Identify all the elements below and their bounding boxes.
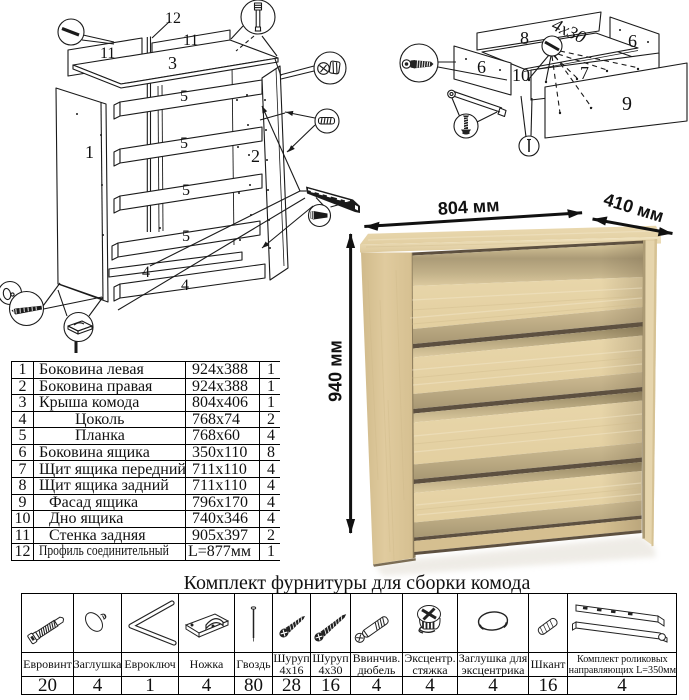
svg-text:7: 7 xyxy=(580,63,589,83)
svg-text:1: 1 xyxy=(85,142,94,162)
svg-text:940 мм: 940 мм xyxy=(326,340,346,402)
svg-text:6: 6 xyxy=(477,57,486,77)
svg-text:5: 5 xyxy=(180,135,188,152)
svg-text:9: 9 xyxy=(622,93,632,115)
svg-text:4: 4 xyxy=(181,277,189,294)
svg-text:2: 2 xyxy=(251,146,260,166)
svg-text:11: 11 xyxy=(100,45,115,62)
svg-text:4: 4 xyxy=(142,264,150,281)
svg-text:5: 5 xyxy=(182,182,190,199)
svg-text:12: 12 xyxy=(165,10,181,27)
svg-text:5: 5 xyxy=(182,228,190,245)
svg-text:410 мм: 410 мм xyxy=(601,189,666,226)
svg-text:3: 3 xyxy=(168,53,177,73)
svg-text:5: 5 xyxy=(180,88,188,105)
svg-text:11: 11 xyxy=(183,32,198,49)
svg-text:10: 10 xyxy=(512,65,530,85)
svg-text:6: 6 xyxy=(628,31,637,51)
svg-text:804 мм: 804 мм xyxy=(437,195,500,219)
svg-text:8: 8 xyxy=(520,28,529,48)
